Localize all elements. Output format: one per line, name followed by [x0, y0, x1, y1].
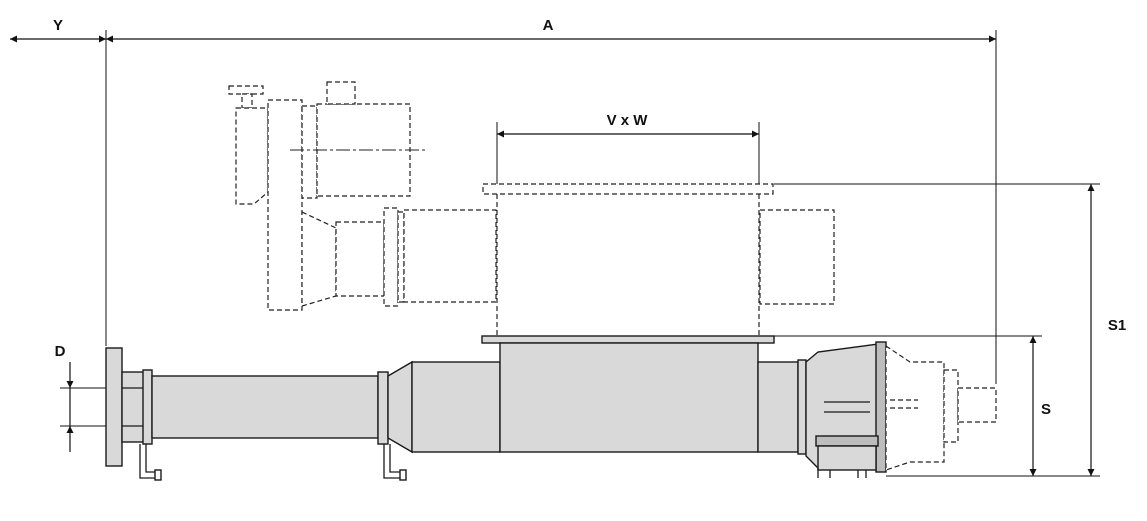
dimension-label-a: A [543, 17, 554, 34]
dimension-label-vxw: V x W [607, 112, 649, 129]
inlet-hopper-outline [482, 183, 774, 338]
conveyor-body [105, 335, 997, 481]
dimension-lines [10, 30, 1100, 477]
dashed-alternate-drive [228, 81, 835, 311]
dimension-label-s1: S1 [1108, 317, 1126, 334]
dimension-label-d: D [55, 343, 66, 360]
dimension-label-s: S [1041, 401, 1051, 418]
dimension-label-y: Y [53, 17, 63, 34]
